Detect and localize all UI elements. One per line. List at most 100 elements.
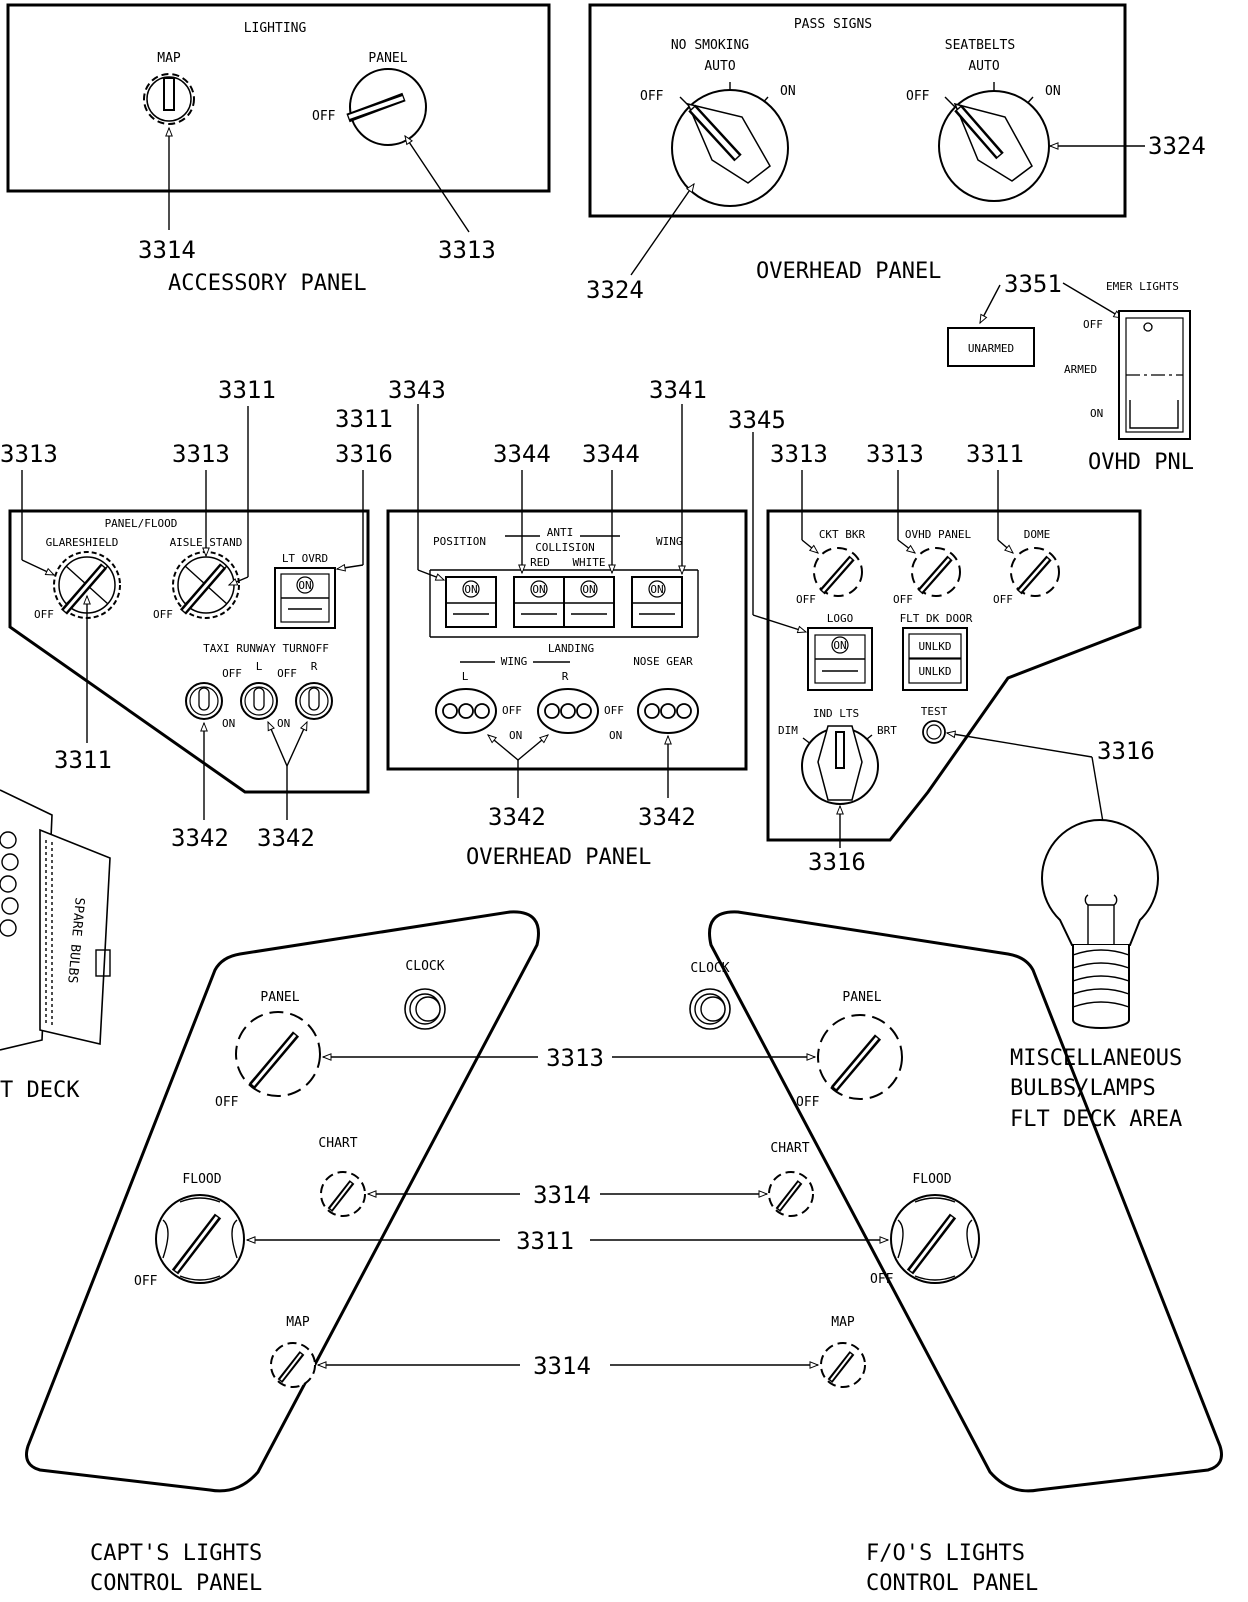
map-knob[interactable] — [143, 73, 195, 125]
ind-lts-knob[interactable] — [801, 725, 879, 805]
runway-l-label: L — [256, 660, 263, 673]
taxi-on-label: ON — [222, 717, 235, 730]
ref-3313-shared: 3313 — [546, 1044, 604, 1072]
shared-callouts: 3313 3314 3311 3314 — [245, 1044, 890, 1380]
logo-label: LOGO — [827, 612, 854, 625]
runway-turnoff-right-toggle[interactable] — [295, 682, 333, 720]
nose-gear-switch[interactable] — [636, 688, 700, 734]
white-label: WHITE — [572, 556, 605, 569]
emer-lights-switch[interactable] — [1118, 310, 1191, 440]
capt-flood-knob[interactable] — [155, 1194, 245, 1284]
fo-flood-knob[interactable] — [890, 1194, 980, 1284]
landing-wing-label: WING — [501, 655, 528, 668]
ref-3324-right: 3324 — [1148, 132, 1206, 160]
panel-flood-header: PANEL/FLOOD — [105, 517, 178, 530]
fo-flood-off-label: OFF — [870, 1272, 894, 1287]
ckt-bkr-knob[interactable] — [813, 547, 863, 597]
test-button[interactable] — [922, 720, 946, 744]
lighting-header: LIGHTING — [244, 21, 307, 36]
ref-3344-b: 3344 — [582, 440, 640, 468]
ref-3342-g: 3342 — [171, 824, 229, 852]
capt-clock — [404, 988, 446, 1030]
exterior-lights-panel: 3343 3344 3344 3341 POSITION ANTI COLLIS… — [386, 376, 748, 870]
off-label: OFF — [312, 109, 336, 124]
capt-lights-panel: CLOCK PANEL OFF CHART FLOOD OFF MAP — [25, 910, 540, 1596]
ref-3316-e: 3316 — [335, 440, 393, 468]
ref-3345: 3345 — [728, 406, 786, 434]
landing-label: LANDING — [548, 642, 594, 655]
accessory-panel-title: ACCESSORY PANEL — [168, 271, 367, 296]
capt-panel-knob[interactable] — [235, 1011, 321, 1097]
ovhd-panel-off-label: OFF — [893, 593, 913, 606]
glareshield-off-label: OFF — [34, 608, 54, 621]
no-smoking-switch[interactable] — [671, 89, 789, 207]
logo-on-label: ON — [833, 639, 846, 652]
map-label: MAP — [157, 51, 181, 66]
capt-map-label: MAP — [286, 1315, 310, 1330]
spare-bulbs-box: T DECK — [0, 789, 111, 1103]
position-label: POSITION — [433, 535, 486, 548]
position-on-label: ON — [464, 583, 477, 596]
ref-3313-panel: 3313 — [438, 236, 496, 264]
fo-panel-off-label: OFF — [796, 1095, 820, 1110]
no-smoking-label: NO SMOKING — [671, 38, 749, 53]
anti-collision-red-switch[interactable]: ON — [513, 576, 565, 628]
capt-map-knob[interactable] — [270, 1342, 316, 1388]
wing-switch[interactable]: ON — [631, 576, 683, 628]
seatbelts-switch[interactable] — [938, 90, 1050, 202]
capt-title-line1: CAPT'S LIGHTS — [90, 1541, 262, 1566]
ref-3342-h: 3342 — [257, 824, 315, 852]
fo-map-knob[interactable] — [820, 1342, 866, 1388]
ref-3311-f: 3311 — [54, 746, 112, 774]
runway-turnoff-left-toggle[interactable] — [240, 682, 278, 720]
fo-clock-label: CLOCK — [690, 961, 729, 976]
collision-label: COLLISION — [535, 541, 595, 554]
fo-chart-label: CHART — [770, 1141, 809, 1156]
ref-3313-a: 3313 — [0, 440, 58, 468]
exterior-lights-frame — [386, 509, 748, 771]
red-on-label: ON — [532, 583, 545, 596]
on-left-label: ON — [780, 84, 796, 99]
ckt-bkr-label: CKT BKR — [819, 528, 866, 541]
capt-panel-off-label: OFF — [215, 1095, 239, 1110]
capt-flood-off-label: OFF — [134, 1274, 158, 1289]
dome-knob[interactable] — [1010, 547, 1060, 597]
taxi-toggle[interactable] — [185, 682, 223, 720]
anti-collision-white-switch[interactable]: ON — [563, 576, 615, 628]
ckt-bkr-off-label: OFF — [796, 593, 816, 606]
glareshield-label: GLARESHIELD — [46, 536, 119, 549]
fo-panel-knob[interactable] — [817, 1014, 903, 1100]
ovhd-panel-knob[interactable] — [911, 547, 961, 597]
ref-3316-e: 3316 — [1097, 737, 1155, 765]
panel-knob[interactable] — [346, 68, 427, 146]
wing-on-label: ON — [650, 583, 663, 596]
bulb-illustration — [1041, 819, 1159, 1029]
red-label: RED — [530, 556, 550, 569]
unlkd-bottom-label: UNLKD — [918, 665, 951, 678]
position-switch[interactable]: ON — [445, 576, 497, 628]
aisle-stand-knob[interactable] — [172, 551, 240, 619]
capt-chart-knob[interactable] — [320, 1171, 366, 1217]
fo-chart-knob[interactable] — [768, 1171, 814, 1217]
ref-3341: 3341 — [649, 376, 707, 404]
fo-panel-label: PANEL — [842, 990, 881, 1005]
white-on-label: ON — [582, 583, 595, 596]
landing-l-off-label: OFF — [502, 704, 522, 717]
landing-right-switch[interactable] — [536, 688, 600, 734]
unarmed-label: UNARMED — [968, 342, 1014, 355]
unarmed-indicator — [947, 327, 1035, 367]
wing-top-label: WING — [656, 535, 683, 548]
capt-clock-label: CLOCK — [405, 959, 444, 974]
ref-3313-b: 3313 — [172, 440, 230, 468]
landing-left-switch[interactable] — [434, 688, 498, 734]
lt-ovrd-switch[interactable]: ON — [274, 567, 336, 629]
emer-off-label: OFF — [1083, 318, 1103, 331]
right-overhead-frame — [766, 509, 1142, 842]
fo-clock — [689, 988, 731, 1030]
pass-signs-panel: PASS SIGNS NO SMOKING AUTO OFF ON SEATBE… — [586, 3, 1206, 304]
test-label: TEST — [921, 705, 948, 718]
logo-switch[interactable]: ON — [807, 627, 873, 691]
runway-r-label: R — [311, 660, 318, 673]
right-overhead-panel: 3345 3313 3313 3311 CKT BKR OVHD PANEL D… — [728, 406, 1155, 876]
